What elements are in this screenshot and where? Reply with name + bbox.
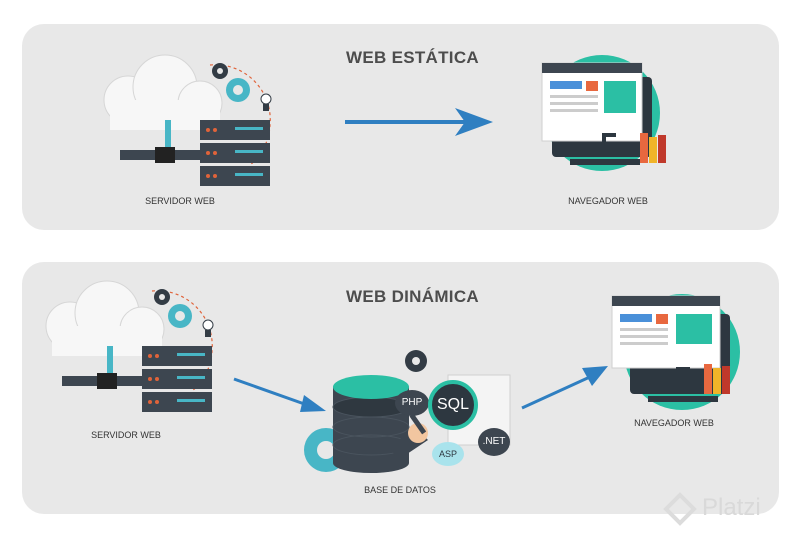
platzi-logo-icon [663, 492, 697, 526]
sql-badge: SQL [428, 380, 478, 430]
cloud-icon [103, 54, 223, 130]
arrow-right-icon [345, 108, 493, 136]
static-server-label: SERVIDOR WEB [145, 196, 215, 206]
asp-badge: ASP [432, 442, 464, 466]
cloud-icon [45, 280, 165, 356]
lightbulb-icon [202, 319, 214, 337]
dynamic-browser-label: NAVEGADOR WEB [634, 418, 714, 428]
platzi-watermark-text: Platzi [702, 494, 761, 521]
gear-icon [168, 304, 192, 328]
web-browser-illustration-static [541, 55, 666, 171]
dynamic-server-label: SERVIDOR WEB [91, 430, 161, 440]
web-server-illustration-dynamic [45, 280, 214, 412]
static-web-title: WEB ESTÁTICA [346, 48, 479, 67]
dotnet-badge: .NET [478, 428, 510, 456]
database-cylinder-icon [332, 375, 410, 473]
static-browser-label: NAVEGADOR WEB [568, 196, 648, 206]
database-label: BASE DE DATOS [364, 485, 436, 495]
gear-icon [154, 289, 170, 305]
gear-icon [226, 78, 250, 102]
server-rack-icon [200, 120, 270, 186]
server-rack-icon [142, 346, 212, 412]
dynamic-web-title: WEB DINÁMICA [346, 287, 479, 306]
arrow-right-icon [521, 366, 608, 410]
gear-icon [212, 63, 228, 79]
arrow-right-icon [233, 377, 326, 412]
php-badge: PHP [395, 390, 429, 416]
gear-icon [405, 350, 427, 372]
lightbulb-icon [260, 93, 272, 111]
web-browser-illustration-dynamic [611, 294, 740, 410]
web-server-illustration-static [103, 54, 272, 186]
